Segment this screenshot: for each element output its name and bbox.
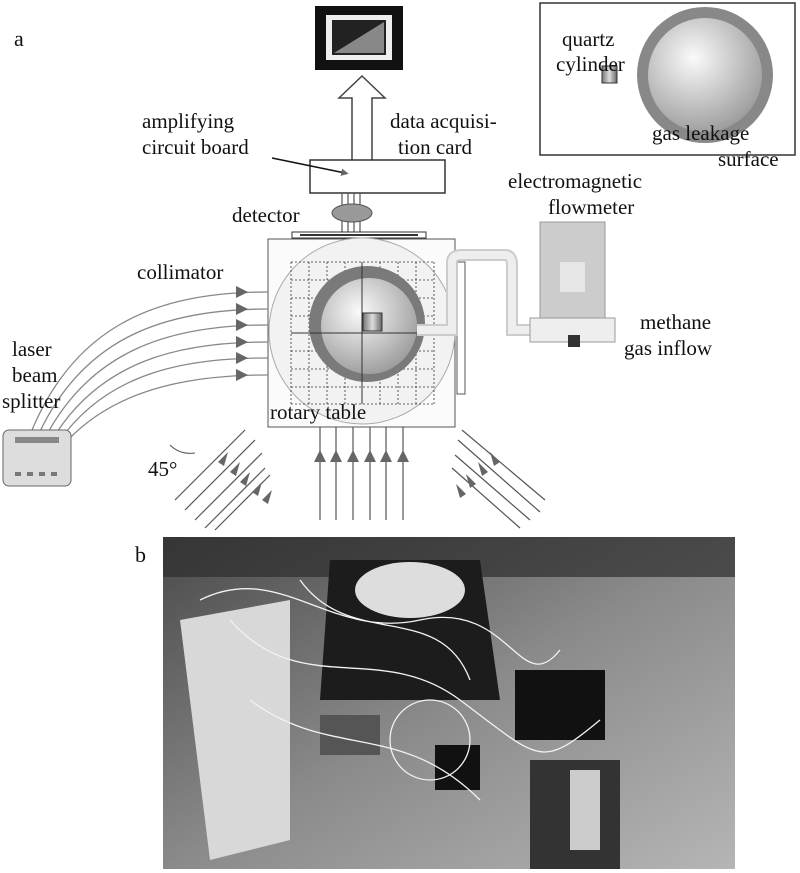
laser-label-3: splitter [2,389,60,413]
leak-label-1: gas leakage [652,121,749,145]
daq-label-2: tion card [398,135,473,159]
angle-label: 45° [148,457,177,481]
rotary-label: rotary table [270,400,366,424]
signal-arrow-icon [337,74,387,160]
leak-label-2: surface [718,147,779,171]
collimator-beams [27,291,269,441]
flowmeter-label-1: electromagnetic [508,169,642,193]
laser-label-1: laser [12,337,52,361]
daq-label-1: data acquisi- [390,109,497,133]
electromagnetic-flowmeter [529,221,616,347]
collimator-arrowheads [236,286,248,381]
collimator-label: collimator [137,260,223,284]
detector-label: detector [232,203,300,227]
amplifying-label-2: circuit board [142,135,249,159]
amplifying-circuit-board [309,159,446,194]
amplifying-label-1: amplifying [142,109,235,133]
panel-label-b: b [135,542,146,567]
methane-label-2: gas inflow [624,336,713,360]
experimental-setup-photo [163,537,735,869]
laser-beam-splitter-icon [2,429,72,487]
flowmeter-label-2: flowmeter [548,195,634,219]
quartz-label-1: quartz [562,27,614,51]
detector [331,203,373,223]
monitor-icon [315,6,403,70]
methane-label-1: methane [640,310,711,334]
panel-label-a: a [14,26,24,51]
laser-label-2: beam [12,363,57,387]
quartz-label-2: cylinder [556,52,625,76]
inset-quartz-cylinder: quartz cylinder gas leakage surface [539,2,796,171]
rotary-table [267,237,466,428]
